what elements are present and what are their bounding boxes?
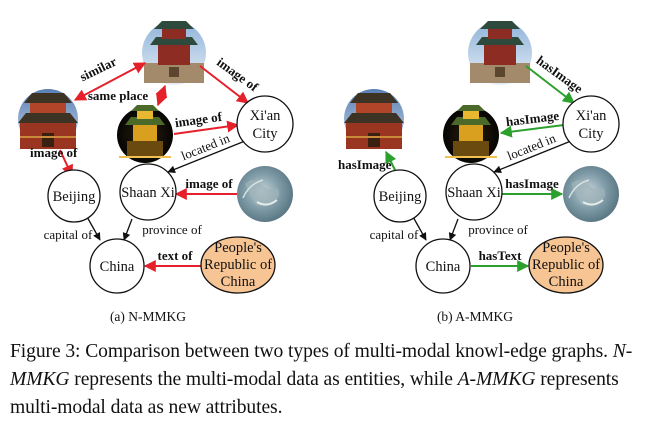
node-china bbox=[89, 238, 145, 294]
node-xian-label-2: City bbox=[579, 126, 605, 142]
node-shaanxi bbox=[119, 163, 177, 221]
drum-tower-photo bbox=[17, 88, 79, 150]
label-capital-of: capital of bbox=[44, 227, 93, 242]
node-prc bbox=[200, 236, 276, 294]
label-image-of-2: image of bbox=[174, 109, 224, 131]
edge-located-in bbox=[493, 140, 572, 173]
panel-b: Xi'an City Beijing Shaan Xi China People… bbox=[338, 21, 620, 324]
label-image-of-3: image of bbox=[30, 145, 78, 160]
label-has-image-4: hasImage bbox=[505, 176, 559, 191]
node-xian-label-2: City bbox=[253, 126, 279, 142]
label-capital-of: capital of bbox=[370, 227, 419, 242]
edge-province-of bbox=[122, 218, 133, 241]
caption-ammkg: A-MMKG bbox=[457, 369, 536, 390]
edge-same-place bbox=[155, 84, 168, 107]
edge-located-in bbox=[167, 140, 246, 173]
label-same-place: same place bbox=[88, 88, 149, 103]
node-beijing bbox=[373, 169, 427, 223]
subcaption-a: (a) N-MMKG bbox=[110, 309, 186, 324]
label-has-text: hasText bbox=[479, 248, 523, 263]
label-has-image-1: hasImage bbox=[534, 53, 586, 97]
label-located-in: located in bbox=[179, 130, 232, 163]
edge-image-of-1 bbox=[199, 65, 249, 104]
node-shaanxi-label: Shaan Xi bbox=[447, 185, 501, 201]
node-prc-label-3: China bbox=[549, 274, 584, 290]
node-xian bbox=[562, 95, 620, 153]
node-beijing-label: Beijing bbox=[53, 189, 96, 205]
node-prc-label-3: China bbox=[221, 274, 256, 290]
label-text-of: text of bbox=[157, 248, 193, 263]
caption-text-1: Figure 3: Comparison between two types o… bbox=[10, 341, 613, 362]
figure-caption: Figure 3: Comparison between two types o… bbox=[10, 338, 650, 422]
node-prc-label-1: People's bbox=[542, 240, 590, 256]
edge-capital-of bbox=[411, 214, 427, 241]
node-china bbox=[415, 238, 471, 294]
node-beijing bbox=[47, 169, 101, 223]
node-china-label: China bbox=[100, 259, 135, 275]
bell-tower-photo bbox=[468, 21, 532, 85]
label-image-of-1: image of bbox=[214, 54, 262, 94]
caption-text-3: represents multi-modal data as new attri… bbox=[10, 369, 619, 418]
node-shaanxi bbox=[445, 163, 503, 221]
label-province-of: province of bbox=[142, 222, 202, 237]
node-prc-label-1: People's bbox=[214, 240, 262, 256]
label-image-of-4: image of bbox=[185, 176, 233, 191]
node-prc-label-2: Republic of bbox=[532, 257, 600, 273]
edge-similar bbox=[73, 62, 147, 101]
edge-image-of-2 bbox=[173, 120, 240, 135]
label-located-in: located in bbox=[505, 130, 558, 163]
panel-a: Xi'an City Beijing Shaan Xi China People… bbox=[17, 21, 294, 324]
satellite-map-photo bbox=[562, 165, 620, 223]
edge-capital-of bbox=[85, 214, 101, 241]
caption-text-2: represents the multi-modal data as entit… bbox=[69, 369, 458, 390]
node-shaanxi-label: Shaan Xi bbox=[121, 185, 175, 201]
node-beijing-label: Beijing bbox=[379, 189, 422, 205]
bell-tower-photo bbox=[142, 21, 206, 85]
node-xian bbox=[236, 95, 294, 153]
edge-province-of bbox=[448, 218, 459, 241]
edge-has-image-2 bbox=[499, 124, 565, 138]
node-xian-label-1: Xi'an bbox=[576, 108, 608, 124]
label-province-of: province of bbox=[468, 222, 528, 237]
caption-nmmkg: N-MMKG bbox=[10, 341, 633, 390]
bell-tower-night-photo bbox=[116, 104, 174, 164]
node-xian-label-1: Xi'an bbox=[250, 108, 282, 124]
label-has-image-2: hasImage bbox=[505, 108, 560, 129]
node-prc bbox=[528, 236, 604, 294]
subcaption-b: (b) A-MMKG bbox=[437, 309, 513, 324]
figure: Xi'an City Beijing Shaan Xi China People… bbox=[17, 21, 620, 324]
bell-tower-night-photo bbox=[442, 104, 500, 164]
label-has-image-3: hasImage bbox=[338, 157, 392, 172]
drum-tower-photo bbox=[343, 88, 405, 150]
edge-has-image-1 bbox=[525, 65, 575, 104]
node-china-label: China bbox=[426, 259, 461, 275]
node-prc-label-2: Republic of bbox=[204, 257, 272, 273]
satellite-map-photo bbox=[236, 165, 294, 223]
